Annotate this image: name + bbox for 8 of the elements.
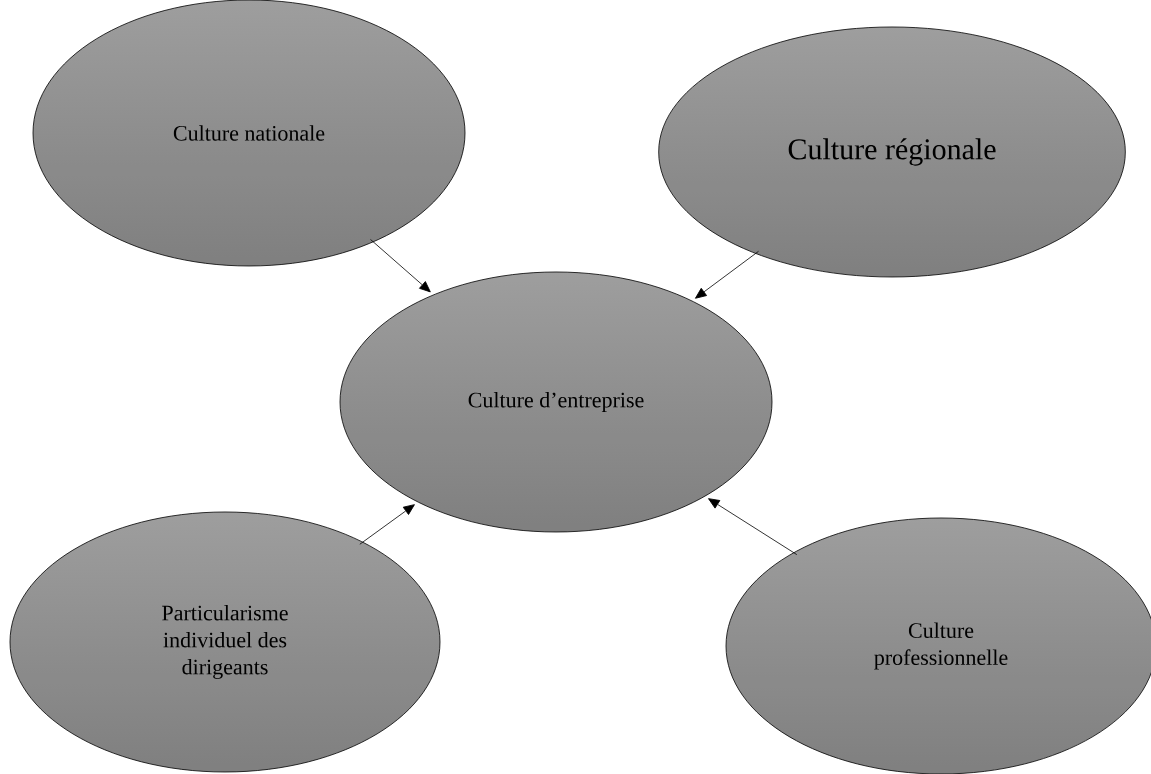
ellipse-node: Particularisme individuel des dirigeants xyxy=(9,511,441,773)
ellipse-node: Culture nationale xyxy=(32,0,466,267)
arrow xyxy=(370,239,431,293)
arrow xyxy=(359,504,415,545)
ellipse-node: Culture régionale xyxy=(658,26,1126,278)
ellipse-node: Culture d’entreprise xyxy=(339,271,773,533)
arrow xyxy=(695,250,759,299)
arrow xyxy=(708,498,798,555)
